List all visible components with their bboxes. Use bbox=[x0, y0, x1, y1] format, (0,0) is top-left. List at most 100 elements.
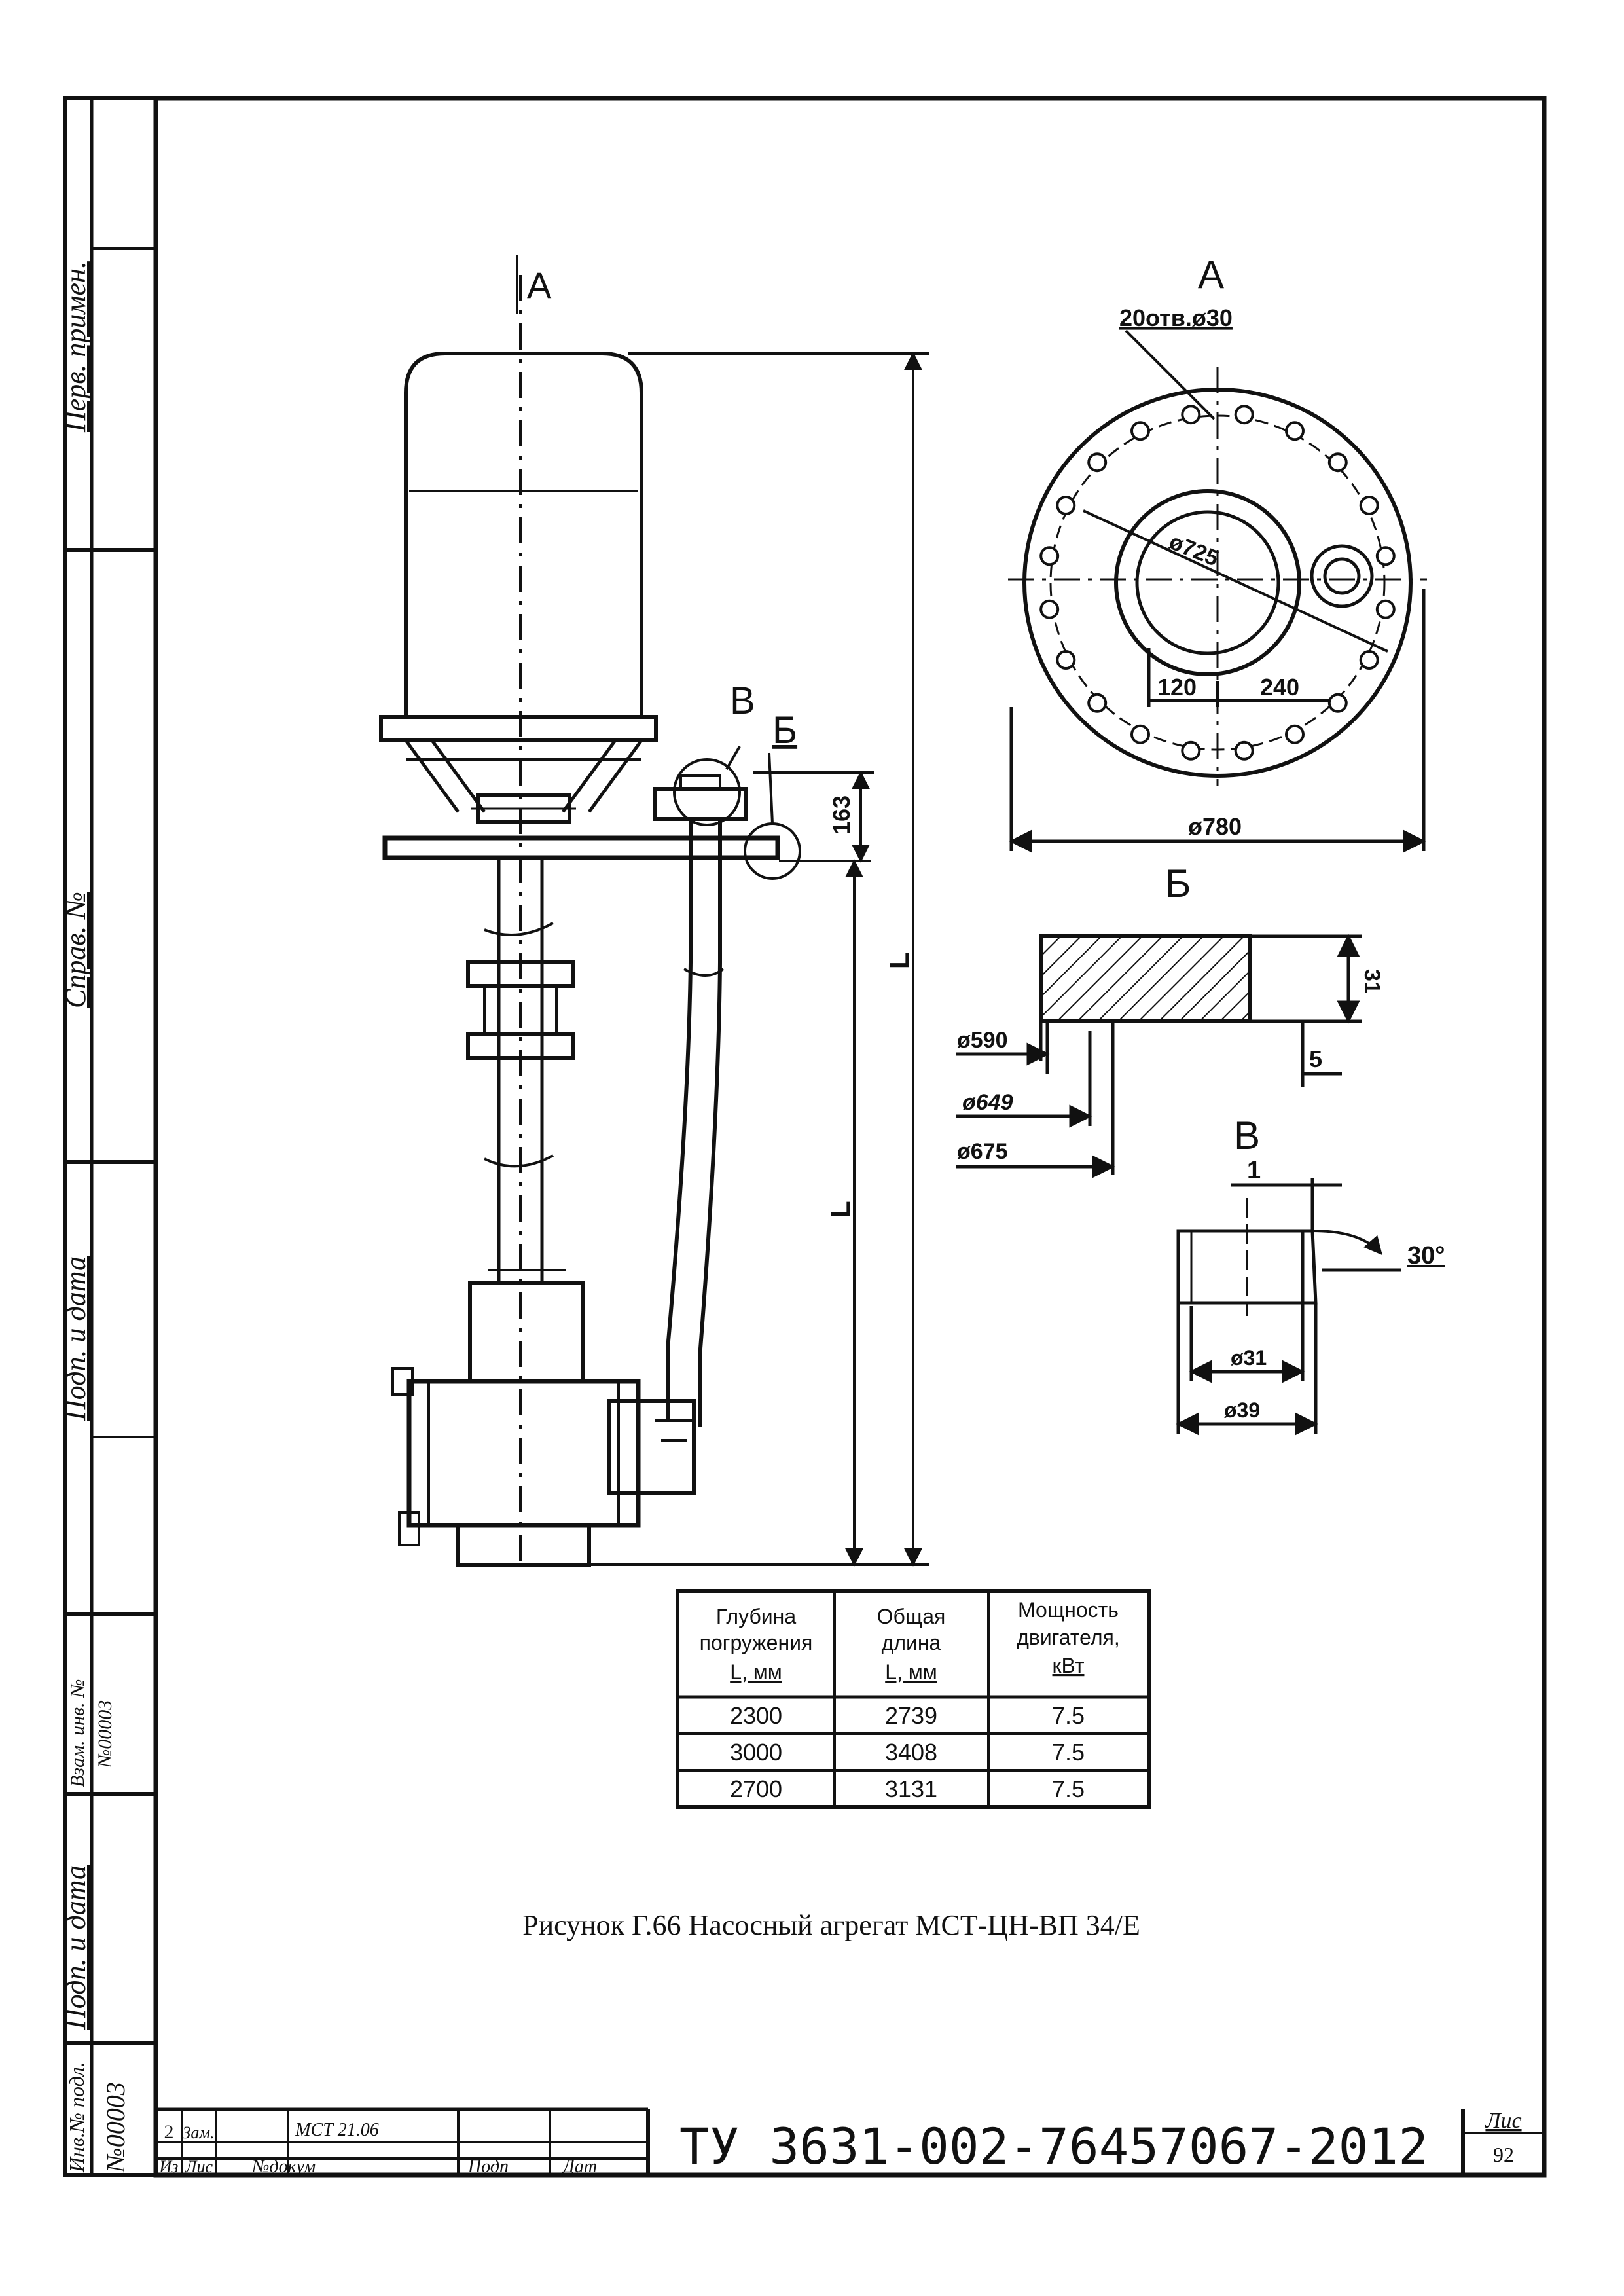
view-a-flange bbox=[1008, 329, 1427, 853]
stamp-inv-podl-value: №00003 bbox=[101, 2082, 130, 2174]
tb-col-dat: Дат bbox=[561, 2157, 597, 2177]
view-a-title: A bbox=[1198, 253, 1224, 297]
table-cell-r1-depth: 2300 bbox=[730, 1702, 782, 1729]
detail-b-title: Б bbox=[1165, 862, 1191, 905]
bolt-hole bbox=[1375, 599, 1396, 619]
base-plate bbox=[382, 835, 780, 860]
overall-dimensions bbox=[589, 352, 929, 1567]
bolt-hole bbox=[1130, 724, 1150, 744]
tb-sheet-label: Лис bbox=[1485, 2109, 1521, 2133]
pump-casing bbox=[406, 1379, 641, 1528]
column-flange-2 bbox=[466, 1032, 575, 1060]
detail-callouts bbox=[673, 746, 801, 880]
dia-590: ø590 bbox=[957, 1028, 1008, 1053]
stamp-podp-data-1: Подп. и дата bbox=[60, 1256, 92, 1421]
table-cell-r1-power: 7.5 bbox=[1052, 1702, 1085, 1729]
title-block: 2 Зам. МСТ 21.06 Из Лис №докум Подп Дат … bbox=[159, 2109, 1522, 2177]
side-stamp: Перв. примен. Справ. № Подп. и дата Взам… bbox=[60, 261, 130, 2174]
dia-39: ø39 bbox=[1224, 1398, 1260, 1422]
table-cell-r1-length: 2739 bbox=[885, 1702, 937, 1729]
pump-side-box bbox=[607, 1399, 696, 1495]
bolt-hole bbox=[1039, 599, 1060, 619]
tb-sheet-no: 92 bbox=[1493, 2143, 1514, 2166]
bolt-hole bbox=[1087, 693, 1108, 713]
tb-rev: 2 bbox=[164, 2121, 174, 2143]
table-header-length-1: Общая bbox=[877, 1605, 946, 1628]
table-header-length-2: длина bbox=[882, 1631, 941, 1654]
bolt-holes bbox=[1039, 405, 1396, 761]
tb-doc: МСТ 21.06 bbox=[295, 2120, 379, 2140]
pump-housing bbox=[468, 1281, 585, 1383]
data-table: Глубина погружения L, мм Общая длина L, … bbox=[676, 1589, 1151, 1809]
dim-L: L bbox=[884, 952, 914, 969]
table-header-depth-2: погружения bbox=[700, 1631, 813, 1654]
table-header-power-2: двигателя, bbox=[1017, 1626, 1120, 1649]
dim-5: 5 bbox=[1309, 1046, 1322, 1072]
table-header-power-3: кВт bbox=[1053, 1654, 1085, 1677]
table-header-power-1: Мощность bbox=[1018, 1598, 1119, 1622]
dia-675: ø675 bbox=[957, 1139, 1008, 1164]
bolt-hole bbox=[1285, 724, 1305, 744]
pump-assembly: A bbox=[379, 255, 780, 1567]
bolt-hole bbox=[1327, 693, 1348, 713]
bolt-hole bbox=[1087, 452, 1108, 473]
table-cell-r3-depth: 2700 bbox=[730, 1776, 782, 1802]
stamp-inv-podl: Инв.№ подл. bbox=[65, 2062, 88, 2173]
stamp-perv-primen: Перв. примен. bbox=[60, 261, 92, 433]
table-header-length-3: L, мм bbox=[885, 1660, 937, 1684]
figure-caption: Рисунок Г.66 Насосный агрегат МСТ-ЦН-ВП … bbox=[522, 1909, 1140, 1941]
bolt-hole bbox=[1359, 650, 1379, 670]
table-header-depth-1: Глубина bbox=[716, 1605, 796, 1628]
dim-1: 1 bbox=[1247, 1157, 1261, 1184]
dim-163: 163 bbox=[828, 795, 855, 835]
dia-649: ø649 bbox=[962, 1090, 1013, 1115]
dim-120: 120 bbox=[1157, 674, 1197, 701]
bolt-hole bbox=[1359, 496, 1379, 515]
dim-31: 31 bbox=[1360, 969, 1384, 994]
bolt-hole bbox=[1056, 650, 1076, 670]
bolt-hole bbox=[1375, 546, 1396, 566]
tb-col-podp: Подп bbox=[467, 2157, 509, 2177]
dim-L1: L bbox=[825, 1201, 856, 1218]
stamp-sprav-no: Справ. № bbox=[60, 892, 92, 1008]
table-cell-r2-power: 7.5 bbox=[1052, 1739, 1085, 1766]
dim-240: 240 bbox=[1260, 674, 1299, 701]
tb-col-iz: Из bbox=[159, 2157, 179, 2176]
sheet-frame bbox=[63, 96, 1547, 2178]
holes-note: 20отв.ø30 bbox=[1119, 304, 1233, 331]
dia-725: ø725 bbox=[1166, 529, 1222, 571]
bolt-hole bbox=[1285, 421, 1305, 441]
pump-bottom bbox=[456, 1523, 591, 1567]
bolt-hole bbox=[1181, 740, 1201, 761]
tb-col-lis: Лис bbox=[185, 2157, 213, 2176]
tb-designation: ТУ 3631-002-76457067-2012 bbox=[679, 2117, 1428, 2176]
table-cell-r2-length: 3408 bbox=[885, 1739, 937, 1766]
motor-body bbox=[404, 352, 643, 717]
stamp-vzam-inv-value: №00003 bbox=[94, 1700, 116, 1768]
table-cell-r2-depth: 3000 bbox=[730, 1739, 782, 1766]
bolt-hole bbox=[1327, 452, 1348, 473]
column-flange-1 bbox=[466, 960, 575, 988]
bolt-hole bbox=[1234, 740, 1254, 761]
tb-zam: Зам. bbox=[183, 2123, 215, 2142]
callout-v: В bbox=[730, 680, 755, 722]
dia-780: ø780 bbox=[1188, 813, 1242, 840]
bolt-hole bbox=[1181, 405, 1201, 425]
view-a-mark: A bbox=[527, 264, 552, 306]
motor-flange bbox=[379, 715, 658, 742]
stamp-podp-data-2: Подп. и дата bbox=[60, 1865, 92, 2030]
discharge-pipe bbox=[666, 819, 722, 1427]
bolt-hole bbox=[1039, 546, 1060, 566]
table-header-depth-3: L, мм bbox=[730, 1660, 782, 1684]
angle-30: 30° bbox=[1407, 1242, 1445, 1269]
stamp-vzam-inv: Взам. инв. № bbox=[67, 1679, 88, 1787]
bolt-hole bbox=[1056, 496, 1076, 515]
detail-v bbox=[1176, 1178, 1401, 1436]
detail-b bbox=[956, 934, 1362, 1178]
bolt-hole bbox=[1130, 421, 1150, 441]
bolt-hole bbox=[1234, 405, 1254, 425]
table-cell-r3-power: 7.5 bbox=[1052, 1776, 1085, 1802]
dia-31: ø31 bbox=[1231, 1346, 1267, 1370]
table-cell-r3-length: 3131 bbox=[885, 1776, 937, 1802]
